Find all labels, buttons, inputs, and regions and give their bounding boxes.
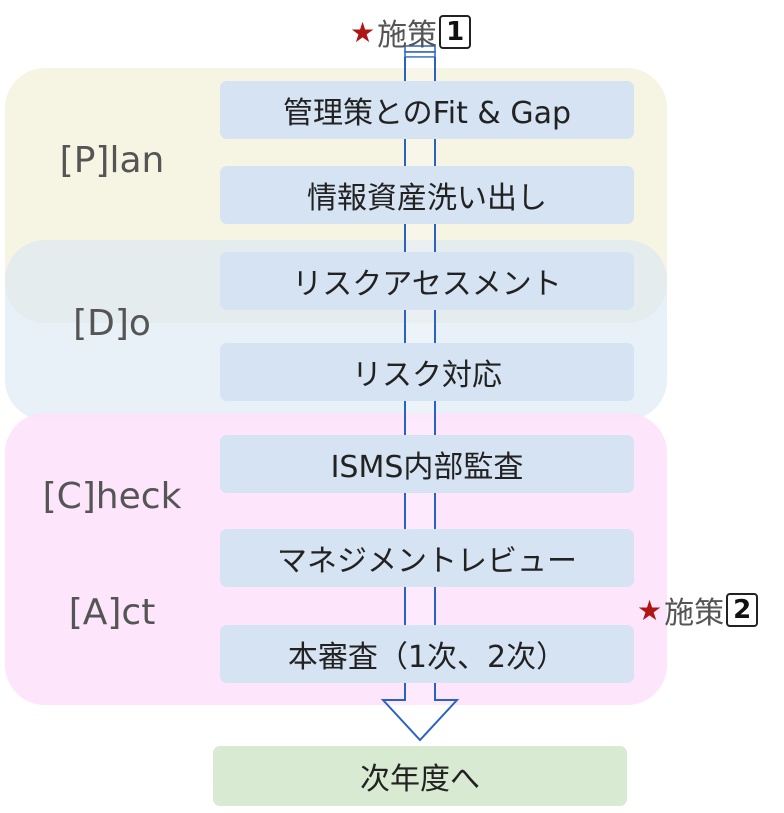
- step-label: 情報資産洗い出し: [307, 181, 547, 216]
- step-risk-treatment: リスク対応: [220, 343, 634, 401]
- step-label: マネジメントレビュー: [277, 544, 577, 579]
- measure-number-badge: 1: [439, 15, 472, 49]
- star-icon: ★: [350, 15, 376, 49]
- measure-number-badge: 2: [726, 593, 759, 627]
- measure-1-callout: ★ 施策 1: [350, 10, 472, 54]
- measure-label: 施策: [377, 18, 438, 53]
- step-label: リスクアセスメント: [292, 267, 562, 302]
- measure-label: 施策: [664, 596, 725, 631]
- next-year-label: 次年度へ: [360, 762, 480, 797]
- step-risk-assessment: リスクアセスメント: [220, 252, 634, 310]
- phase-label-act: [A]ct: [68, 592, 156, 633]
- step-certification-audit: 本審査（1次、2次）: [220, 625, 634, 683]
- step-internal-audit: ISMS内部監査: [220, 435, 634, 493]
- phase-label-do: [D]o: [73, 303, 151, 344]
- step-label: 管理策とのFit & Gap: [282, 96, 571, 131]
- arrow-cap-bottom: [404, 51, 436, 58]
- step-management-review: マネジメントレビュー: [220, 529, 634, 587]
- step-label: 本審査（1次、2次）: [287, 640, 567, 675]
- next-year-box: 次年度へ: [213, 746, 627, 806]
- step-label: リスク対応: [352, 358, 502, 393]
- phase-label-plan: [P]lan: [59, 140, 165, 181]
- step-label: ISMS内部監査: [330, 450, 524, 485]
- measure-2-callout: ★ 施策 2: [637, 588, 759, 632]
- star-icon: ★: [637, 593, 663, 627]
- phase-label-check: [C]heck: [42, 476, 182, 517]
- step-asset-inventory: 情報資産洗い出し: [220, 166, 634, 224]
- step-fit-gap: 管理策とのFit & Gap: [220, 81, 634, 139]
